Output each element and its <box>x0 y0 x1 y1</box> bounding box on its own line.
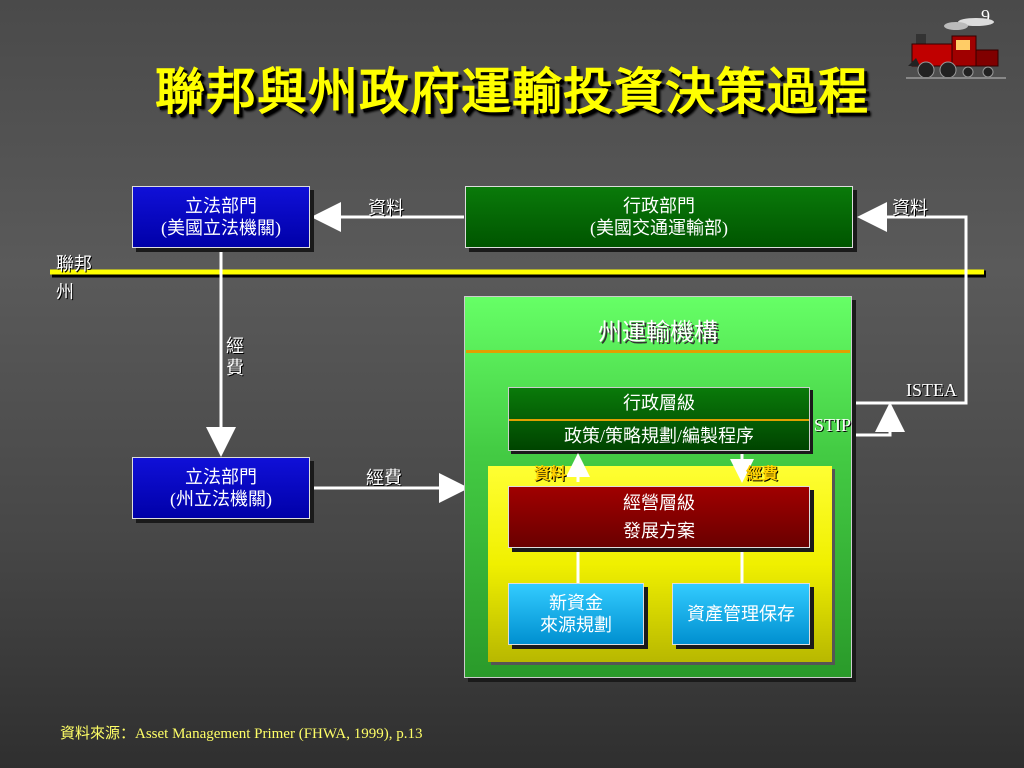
asset-management-box: 資產管理保存 <box>672 583 810 645</box>
source-citation: 資料來源：Asset Management Primer (FHWA, 1999… <box>60 726 423 742</box>
train-icon <box>906 18 1006 79</box>
inner-data-label: 資料 <box>534 466 567 483</box>
new-funding-line1: 新資金 <box>549 593 603 613</box>
asset-management-label: 資產管理保存 <box>687 604 795 624</box>
federal-executive-line2: (美國交通運輸部) <box>590 218 728 238</box>
page-number: 9 <box>981 6 990 26</box>
data-label-top-right: 資料 <box>892 198 928 218</box>
new-funding-line2: 來源規劃 <box>540 615 612 635</box>
executive-level-line1: 行政層級 <box>509 388 809 421</box>
state-legislative-box: 立法部門 (州立法機關) <box>132 457 310 519</box>
state-agency-title: 州運輸機構 <box>598 320 718 346</box>
funding-vertical-char-2: 費 <box>226 358 244 378</box>
operating-level-box: 經營層級 發展方案 <box>508 486 810 548</box>
executive-level-line2: 政策/策略規劃/編製程序 <box>563 426 754 446</box>
federal-label: 聯邦 <box>56 254 92 274</box>
executive-level-box: 行政層級 政策/策略規劃/編製程序 <box>508 387 810 451</box>
federal-executive-box: 行政部門 (美國交通運輸部) <box>465 186 853 248</box>
federal-legislative-line2: (美國立法機關) <box>161 218 281 238</box>
federal-executive-line1: 行政部門 <box>623 196 695 216</box>
istea-label: ISTEA <box>906 380 957 400</box>
inner-funding-label: 經費 <box>746 466 779 483</box>
federal-state-divider <box>50 269 986 278</box>
operating-level-line1: 經營層級 <box>623 493 695 513</box>
state-legislative-line2: (州立法機關) <box>170 489 272 509</box>
state-label: 州 <box>56 282 74 302</box>
operating-level-line2: 發展方案 <box>623 521 695 541</box>
new-funding-box: 新資金 來源規劃 <box>508 583 644 645</box>
slide-title: 聯邦與州政府運輸投資決策過程 <box>155 63 869 121</box>
federal-legislative-line1: 立法部門 <box>185 196 257 216</box>
state-agency-title-divider <box>466 350 850 353</box>
data-label-top-left: 資料 <box>368 198 404 218</box>
funding-label-state: 經費 <box>366 468 402 488</box>
stip-label: STIP <box>814 415 852 435</box>
funding-vertical-char-1: 經 <box>226 336 244 356</box>
state-legislative-line1: 立法部門 <box>185 467 257 487</box>
federal-legislative-box: 立法部門 (美國立法機關) <box>132 186 310 248</box>
